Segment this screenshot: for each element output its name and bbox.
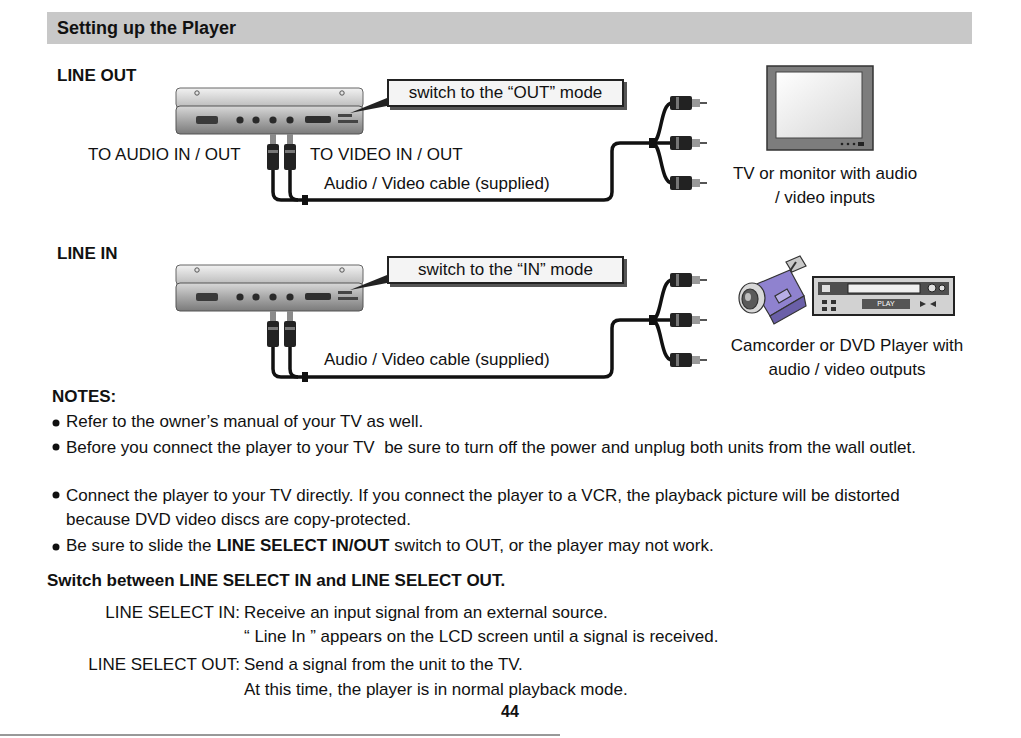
text-label: Camcorder or DVD Player with audio / vid… [722,334,972,382]
camcorder [739,283,765,313]
tv-monitor [776,72,862,138]
text-label: NOTES: [52,387,116,407]
tv-monitor [841,143,844,146]
text-label: TO VIDEO IN / OUT [310,145,463,165]
dvd-player-vcr [928,284,936,292]
text-label: LINE SELECT IN: [105,603,240,623]
page-title: Setting up the Player [47,18,236,38]
camcorder [742,289,758,309]
dvd-player-vcr [920,301,926,307]
text-label: Connect the player to your TV directly. … [66,484,914,532]
callout-text: switch to the “IN” mode [418,260,593,280]
camcorder [739,256,806,324]
text-label: LINE OUT [57,66,136,86]
callout-box: switch to the “OUT” mode [387,79,624,107]
text-label: TO AUDIO IN / OUT [88,145,241,165]
dvd-player-vcr [813,277,954,315]
text-label: Switch between LINE SELECT IN and LINE S… [47,571,505,591]
tv-monitor [858,142,864,146]
camcorder [770,296,806,324]
dvd-player-vcr [831,300,836,304]
dvd-player-vcr [939,285,945,291]
text-label: PLAY [877,299,894,309]
camcorder [775,289,791,303]
callout-box: switch to the “IN” mode [387,256,624,284]
camcorder [745,293,751,301]
text-label: LINE SELECT IN/OUT [217,536,390,556]
text-label: Audio / Video cable (supplied) [324,350,550,370]
tv-monitor [853,143,856,146]
dvd-player-vcr [813,277,954,315]
dvd-player-vcr [822,307,827,311]
text-label: LINE IN [57,244,117,264]
dvd-player-vcr [930,301,936,307]
camcorder [790,262,796,271]
note-bullets [53,544,60,551]
dvd-player-vcr [822,300,827,304]
note-bullets [53,492,60,499]
note-bullets [53,420,60,551]
text-label: Audio / Video cable (supplied) [324,174,550,194]
text-label: Be sure to slide the [66,536,212,556]
text-label: 44 [501,702,519,722]
dvd-player-vcr [822,285,830,292]
tv-monitor [847,143,850,146]
dvd-player-vcr [818,282,949,295]
dvd-player-vcr [831,307,836,311]
text-label: “ Line In ” appears on the LCD screen un… [244,627,718,647]
dvd-player-vcr [848,284,920,293]
note-bullets [53,420,60,427]
camcorder [786,256,806,272]
text-label: Refer to the owner’s manual of your TV a… [66,412,423,432]
tv-monitor [767,66,873,150]
footer-rule [0,735,560,736]
text-label: Before you connect the player to your TV… [66,436,931,460]
title-bar: Setting up the Player [47,12,972,44]
text-label: At this time, the player is in normal pl… [244,680,628,700]
text-label: Receive an input signal from an external… [244,603,608,623]
text-label: switch to OUT, or the player may not wor… [394,536,713,556]
dvd-player-vcr [862,299,910,309]
text-label: TV or monitor with audio / video inputs [730,162,920,210]
text-label: LINE SELECT OUT: [88,655,240,675]
tv-monitor [767,66,873,150]
text-label: Send a signal from the unit to the TV. [244,655,523,675]
callout-text: switch to the “OUT” mode [409,83,603,103]
note-bullets [53,444,60,451]
